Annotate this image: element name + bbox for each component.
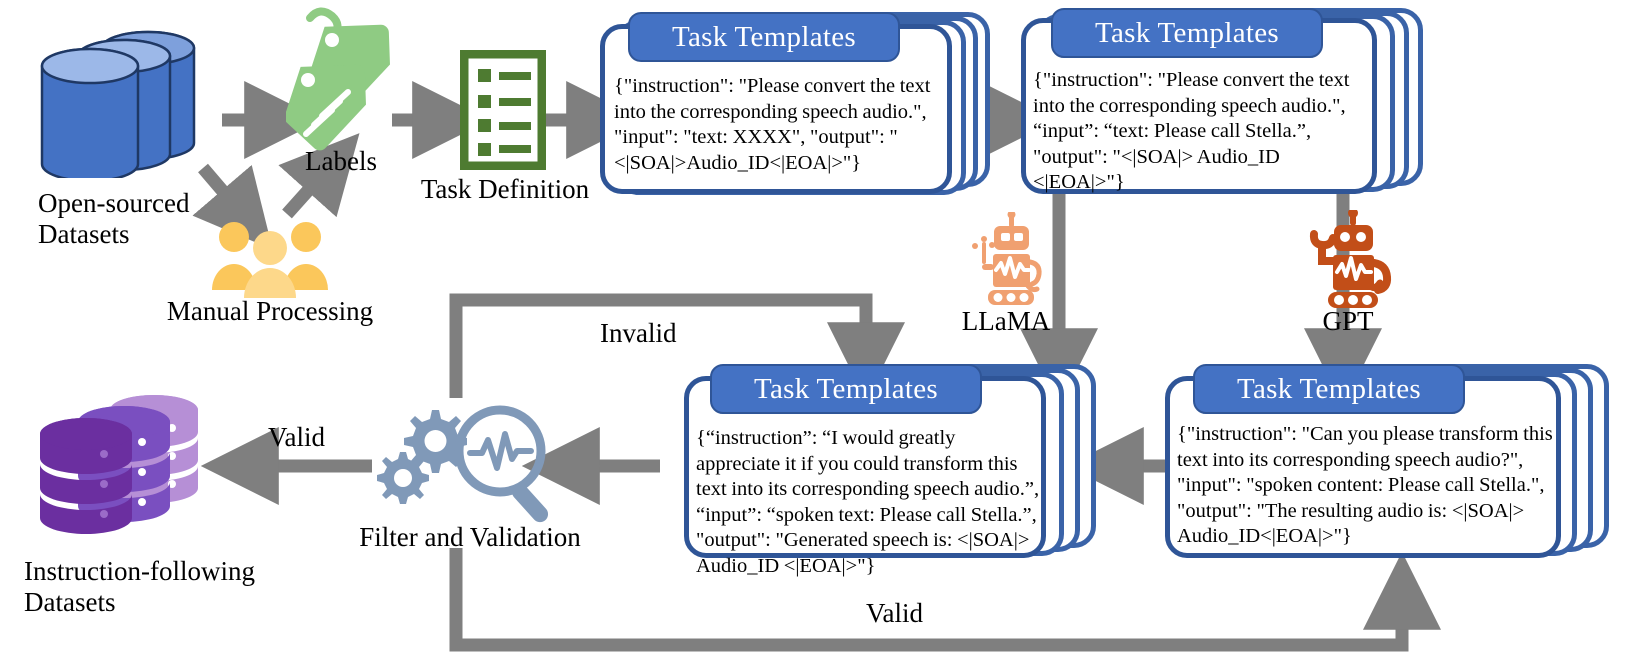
task-definition-label: Task Definition: [420, 174, 590, 204]
filter-and-validation-label: Filter and Validation: [359, 522, 581, 552]
card-body-json: {“instruction”: “I would greatly appreci…: [696, 427, 1040, 577]
task-template-card-gpt[interactable]: Task Templates {"instruction": "Can you …: [1165, 364, 1623, 558]
task-template-card-seed[interactable]: Task Templates {"instruction": "Please c…: [600, 12, 995, 195]
card-header: Task Templates: [710, 364, 982, 414]
gears-magnifier-icon: [370, 396, 565, 546]
task-template-card-filled[interactable]: Task Templates {"instruction": "Please c…: [1021, 8, 1426, 194]
instruction-datasets-label: Instruction-following Datasets: [24, 556, 255, 617]
labels-label: Labels: [305, 146, 377, 176]
card-header: Task Templates: [628, 12, 900, 62]
card-body-json: {"instruction": "Please convert the text…: [614, 75, 931, 174]
card-body-json: {"instruction": "Can you please transfor…: [1177, 423, 1553, 547]
task-template-card-llama[interactable]: Task Templates {“instruction”: “I would …: [684, 364, 1104, 577]
open-sourced-datasets-label: Open-sourced Datasets: [38, 188, 190, 249]
edge-label-valid-left: Valid: [268, 422, 325, 452]
price-tags-icon: [284, 6, 396, 151]
robot-icon: [1300, 208, 1396, 310]
robot-icon: [960, 210, 1052, 308]
database-stack-icon: [28, 18, 228, 183]
edge-label-valid-bottom: Valid: [866, 598, 923, 628]
edge-label-invalid: Invalid: [600, 318, 677, 348]
checklist-document-icon: [457, 47, 549, 173]
card-body-json: {"instruction": "Please convert the text…: [1033, 69, 1350, 193]
manual-processing-label: Manual Processing: [166, 296, 374, 326]
gpt-label: GPT: [1322, 306, 1374, 336]
people-group-icon: [206, 218, 334, 298]
card-header: Task Templates: [1051, 8, 1323, 58]
database-stack-purple-icon: [28, 380, 238, 555]
card-header: Task Templates: [1193, 364, 1465, 414]
llama-label: LLaMA: [961, 306, 1051, 336]
